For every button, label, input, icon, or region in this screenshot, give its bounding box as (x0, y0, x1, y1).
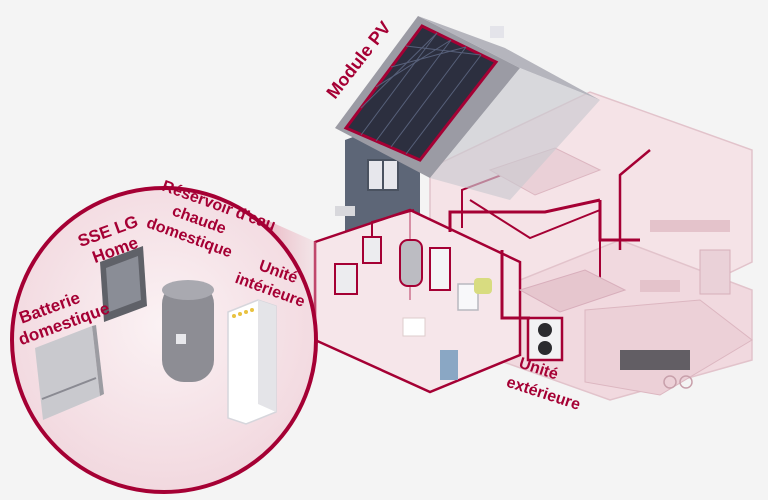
solar-panel (343, 24, 499, 162)
zoom-circle (10, 186, 318, 494)
hot-water-tank-device (162, 280, 214, 382)
ess-home-device (100, 246, 147, 322)
home-battery-device (35, 325, 104, 420)
indoor-unit-device (227, 299, 277, 425)
